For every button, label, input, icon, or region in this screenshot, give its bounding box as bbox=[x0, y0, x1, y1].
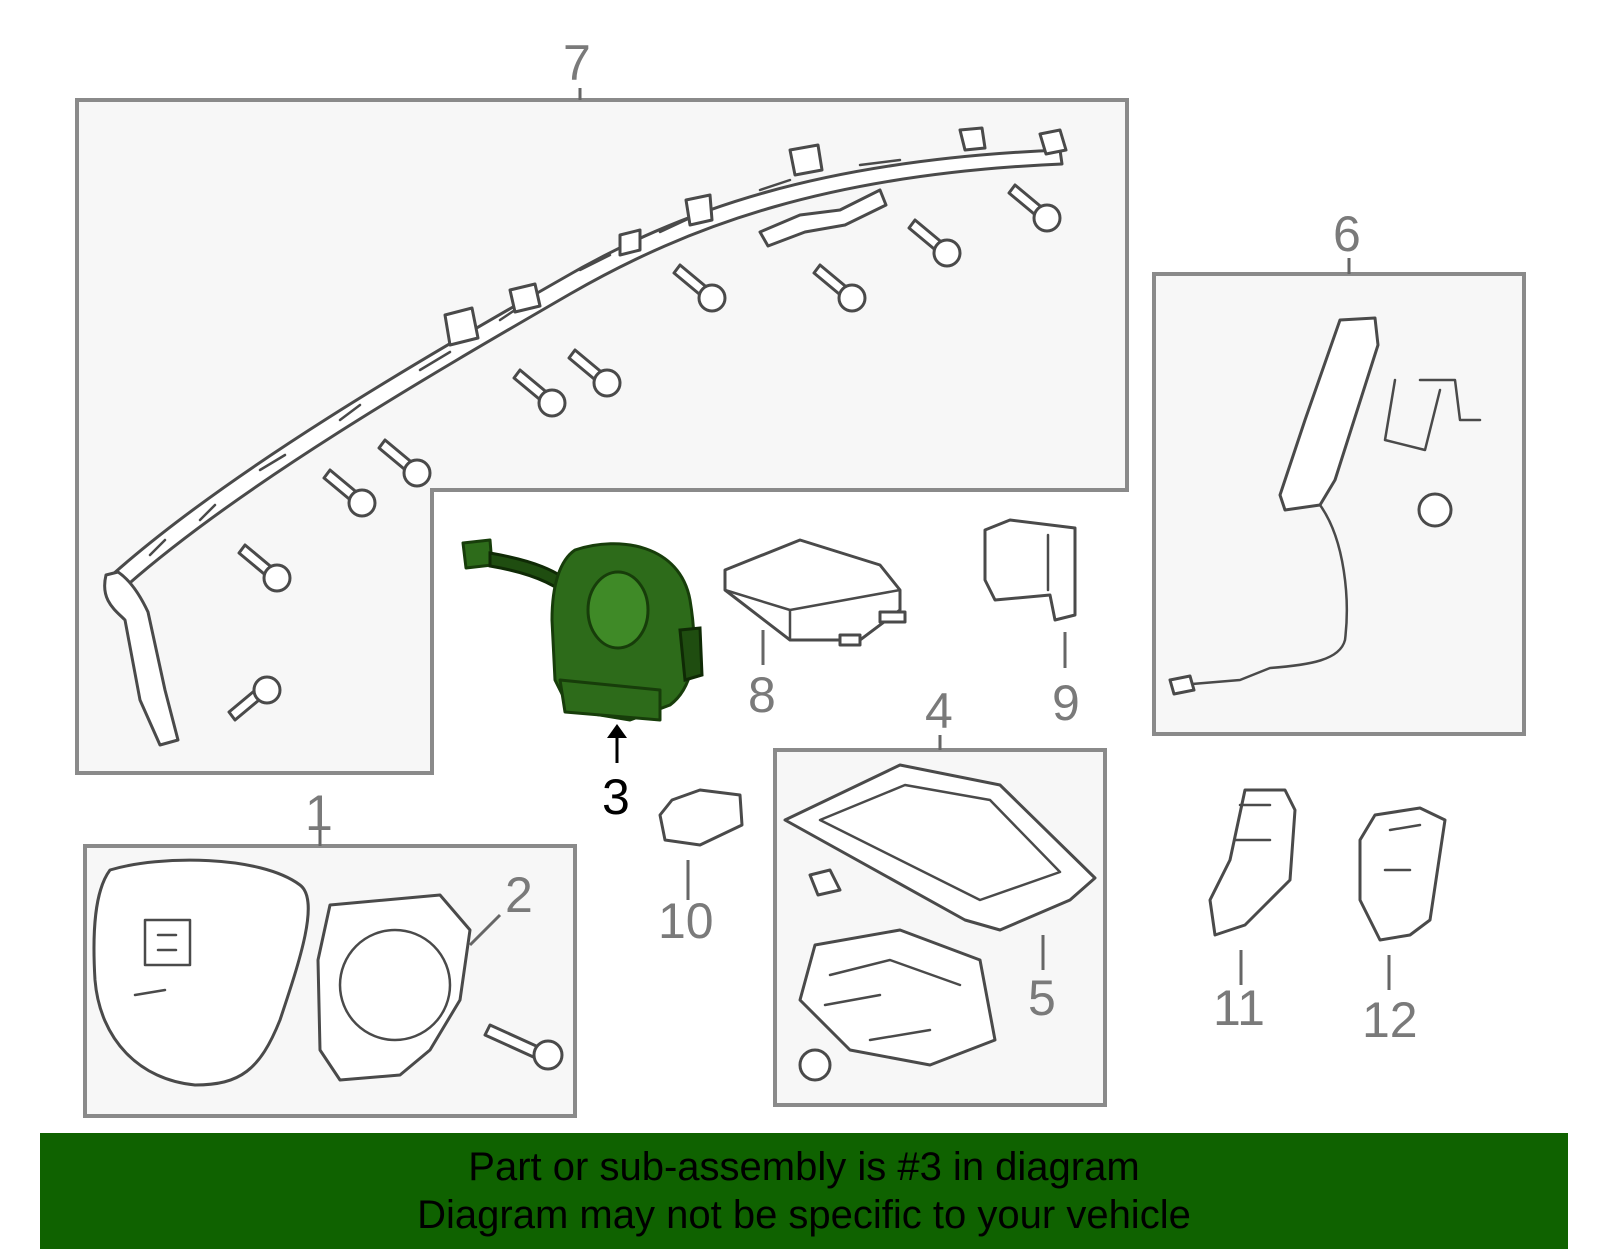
part-label-8[interactable]: 8 bbox=[748, 667, 776, 723]
part-label-2[interactable]: 2 bbox=[505, 867, 533, 923]
bracket-9[interactable] bbox=[983, 518, 1077, 622]
cover-12[interactable] bbox=[1358, 806, 1447, 942]
part-label-9[interactable]: 9 bbox=[1052, 675, 1080, 731]
group-box-7 bbox=[75, 98, 1129, 775]
airbag-lid[interactable] bbox=[783, 763, 1097, 932]
side-airbag[interactable] bbox=[1168, 316, 1482, 696]
part-label-5[interactable]: 5 bbox=[1028, 970, 1056, 1026]
banner-line-1: Part or sub-assembly is #3 in diagram bbox=[468, 1145, 1140, 1189]
mounting-bolts bbox=[227, 183, 1062, 722]
sensor-11[interactable] bbox=[1208, 788, 1297, 937]
cable-reel-highlighted[interactable] bbox=[461, 538, 704, 722]
srs-control-unit[interactable] bbox=[723, 538, 907, 647]
part-label-1[interactable]: 1 bbox=[305, 785, 333, 841]
curtain-airbag[interactable] bbox=[103, 126, 1068, 747]
bolt-2 bbox=[483, 1023, 564, 1071]
part-label-10[interactable]: 10 bbox=[658, 893, 714, 949]
part-label-6[interactable]: 6 bbox=[1333, 206, 1361, 262]
info-banner: Part or sub-assembly is #3 in diagram Di… bbox=[40, 1133, 1568, 1249]
part-label-11[interactable]: 11 bbox=[1213, 980, 1265, 1036]
banner-line-2: Diagram may not be specific to your vehi… bbox=[417, 1193, 1191, 1237]
steering-cover-bracket[interactable] bbox=[316, 893, 472, 1082]
passenger-airbag[interactable] bbox=[798, 868, 997, 1082]
part-label-4[interactable]: 4 bbox=[925, 683, 953, 739]
part-label-7[interactable]: 7 bbox=[563, 35, 591, 91]
part-label-3[interactable]: 3 bbox=[602, 769, 630, 825]
clip-10[interactable] bbox=[658, 788, 744, 847]
part-label-12[interactable]: 12 bbox=[1362, 992, 1418, 1048]
driver-airbag[interactable] bbox=[92, 858, 310, 1087]
